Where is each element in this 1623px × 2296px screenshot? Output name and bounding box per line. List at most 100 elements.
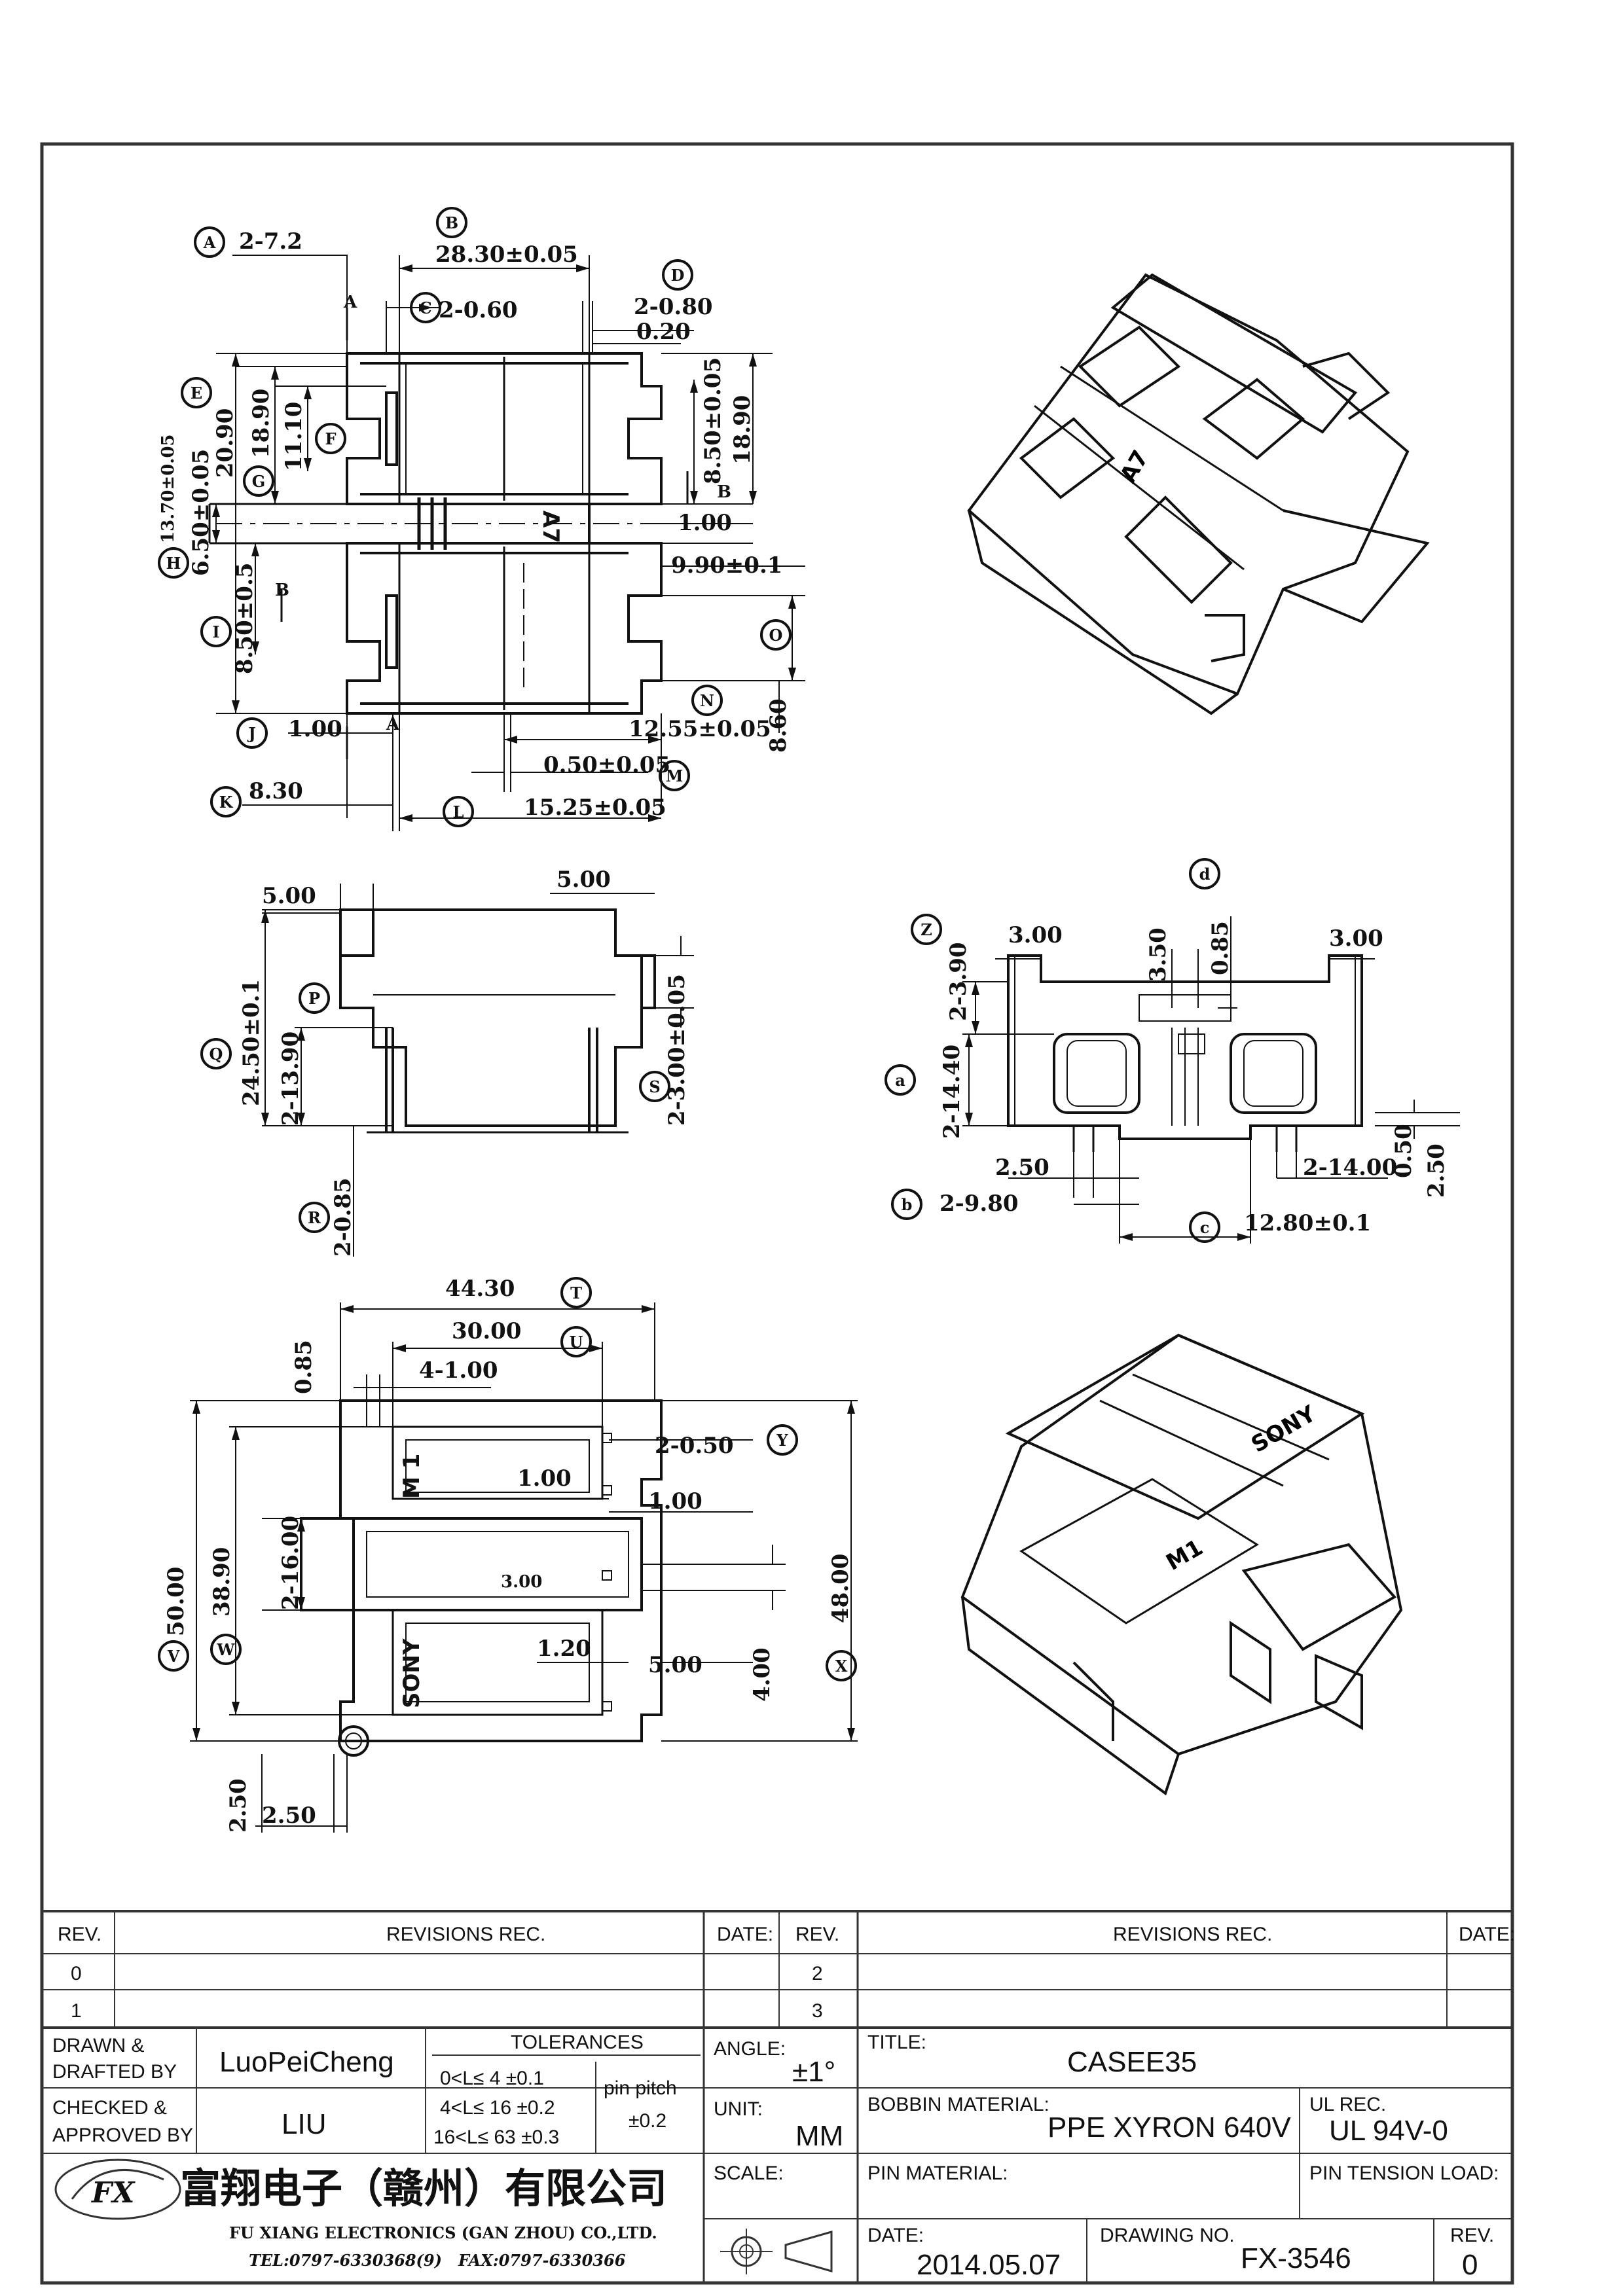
end-dim-v2: 2-14.00 — [1303, 1155, 1397, 1181]
end-dim-v4: 2.50 — [1423, 1143, 1450, 1198]
tb-drawing-no-header: DRAWING NO. — [1100, 2225, 1235, 2246]
tb-bobbin-value: PPE XYRON 640V — [1048, 2111, 1291, 2144]
bottom-view-circles — [158, 1277, 857, 1681]
end-dim-t1: 3.00 — [1008, 922, 1063, 948]
svg-text:d: d — [1199, 865, 1211, 884]
bot-dim-u1: 0.85 — [291, 1340, 317, 1394]
svg-text:c: c — [1200, 1218, 1210, 1237]
svg-text:B: B — [445, 213, 458, 232]
dim-r4: 9.90±0.1 — [671, 552, 782, 579]
svg-text:I: I — [212, 622, 219, 641]
bot-dim-y: 2-0.50 — [655, 1433, 734, 1459]
tb-tol-1: 0<L≤ 4 ±0.1 — [440, 2068, 544, 2089]
side-dim-p: 2-13.90 — [278, 1031, 304, 1126]
side-dim-t2: 5.00 — [556, 867, 611, 893]
svg-text:S: S — [649, 1077, 660, 1096]
end-dim-v1: 2.50 — [995, 1155, 1049, 1181]
company-logo — [54, 2159, 181, 2220]
tb-title-header: TITLE: — [867, 2032, 926, 2053]
tb-tol-2: 4<L≤ 16 ±0.2 — [440, 2097, 555, 2119]
bot-dim-b1: 2.50 — [225, 1778, 251, 1833]
bot-dim-m3: 5.00 — [648, 1652, 702, 1678]
iso-view-bottom — [960, 1333, 1403, 1796]
end-dim-v3: 0.50 — [1391, 1124, 1417, 1178]
top-view — [208, 308, 689, 759]
dim-n: 12.55±0.05 — [629, 716, 771, 742]
bot-dim-x: 48.00 — [828, 1554, 854, 1623]
tb-rev-3: 3 — [812, 2000, 823, 2022]
iso-mark-m1: M1 — [1162, 1534, 1208, 1575]
svg-text:M: M — [666, 766, 684, 785]
bot-label-sony: SONY — [399, 1638, 425, 1708]
svg-text:F: F — [325, 429, 336, 448]
tb-rev-1: 1 — [71, 2000, 82, 2022]
tb-angle-value: ±1° — [792, 2056, 835, 2088]
svg-text:C: C — [419, 298, 431, 317]
svg-text:P: P — [308, 989, 320, 1008]
dim-g: 13.70±0.05 — [158, 434, 178, 543]
title-block — [42, 1910, 1512, 2283]
svg-text:N: N — [700, 691, 714, 710]
tb-drawn-value: LuoPeiCheng — [219, 2046, 394, 2078]
tb-rev-label: REV. — [1450, 2225, 1494, 2246]
svg-text:R: R — [308, 1208, 321, 1227]
tb-tolerances-header: TOLERANCES — [511, 2032, 644, 2053]
dim-f: 11.10 — [281, 402, 307, 471]
svg-text:W: W — [217, 1640, 236, 1659]
tb-rec-header: REVISIONS REC. — [386, 1924, 545, 1945]
tb-rev-value: 0 — [1462, 2249, 1478, 2281]
end-view-text: 3.00 3.00 3.50 0.85 2-3.90 2-14.40 2.50 … — [939, 921, 1450, 1236]
svg-text:U: U — [570, 1333, 583, 1352]
svg-text:O: O — [769, 626, 783, 645]
bot-dim-u: 30.00 — [452, 1318, 521, 1344]
dim-c: 2-0.60 — [439, 297, 518, 323]
side-dim-t1: 5.00 — [262, 883, 316, 909]
tb-rev-header-2: REV. — [795, 1924, 839, 1945]
top-view-dims — [212, 255, 805, 831]
svg-text:Q: Q — [210, 1045, 223, 1064]
tb-unit-header: UNIT: — [714, 2098, 763, 2120]
tb-title-value: CASEE35 — [1067, 2046, 1197, 2078]
tb-drawing-no-value: FX-3546 — [1241, 2242, 1351, 2274]
side-view-dims — [261, 884, 694, 1257]
section-b-right: B — [717, 482, 731, 502]
tb-company-en: FU XIANG ELECTRONICS (GAN ZHOU) CO.,LTD. — [229, 2223, 657, 2242]
dim-l: 15.25±0.05 — [524, 795, 666, 821]
top-view-circles — [158, 207, 792, 827]
sheet-border — [40, 142, 1514, 2285]
bot-dim-m2: 1.20 — [537, 1636, 591, 1662]
bot-dim-y2: 1.00 — [517, 1465, 572, 1492]
bot-label-m1: M 1 — [399, 1454, 425, 1499]
tb-bobbin-header: BOBBIN MATERIAL: — [867, 2094, 1049, 2115]
section-b-left: B — [275, 581, 289, 600]
section-a-bottom: A — [386, 715, 400, 734]
top-view-text: 28.30±0.05 2-7.2 2-0.60 2-0.80 0.20 1.00… — [158, 228, 792, 821]
top-view-circle-letters: A B C D E F G H I J K L M N O — [166, 213, 783, 821]
bot-dim-y3: 1.00 — [648, 1488, 702, 1515]
svg-text:Y: Y — [776, 1431, 788, 1450]
tb-scale-header: SCALE: — [714, 2162, 784, 2184]
svg-text:H: H — [166, 554, 181, 573]
tb-ul-value: UL 94V-0 — [1329, 2115, 1448, 2147]
dim-b: 28.30±0.05 — [435, 242, 578, 268]
tb-ul-header: UL REC. — [1309, 2094, 1386, 2115]
bottom-view-text: 44.30 30.00 0.85 4-1.00 2-0.50 1.00 1.00… — [163, 1276, 854, 1833]
tb-tel: TEL:0797-6330368(9) — [249, 2251, 442, 2270]
dim-h: 6.50±0.05 — [188, 449, 214, 576]
dim-e: 20.90 — [212, 408, 238, 478]
tb-rev-0: 0 — [71, 1963, 82, 1984]
bottom-view-dims — [190, 1302, 858, 1833]
tb-drawn-1: DRAWN & — [52, 2035, 145, 2056]
tb-angle-header: ANGLE: — [714, 2038, 786, 2060]
end-dim-c: 12.80±0.1 — [1244, 1210, 1371, 1236]
iso-view-top — [967, 273, 1430, 715]
tb-date-header-2: DATE: — [1459, 1924, 1515, 1945]
svg-text:L: L — [453, 802, 464, 821]
tb-pin-pitch: pin pitch — [604, 2077, 677, 2099]
dim-r3: 1.00 — [678, 510, 732, 536]
tb-pin-tension-header: PIN TENSION LOAD: — [1309, 2162, 1499, 2184]
tb-rev-header: REV. — [58, 1924, 101, 1945]
dim-a: 2-7.2 — [239, 228, 302, 255]
tb-checked-value: LIU — [282, 2108, 326, 2140]
end-view-dims — [962, 916, 1460, 1244]
